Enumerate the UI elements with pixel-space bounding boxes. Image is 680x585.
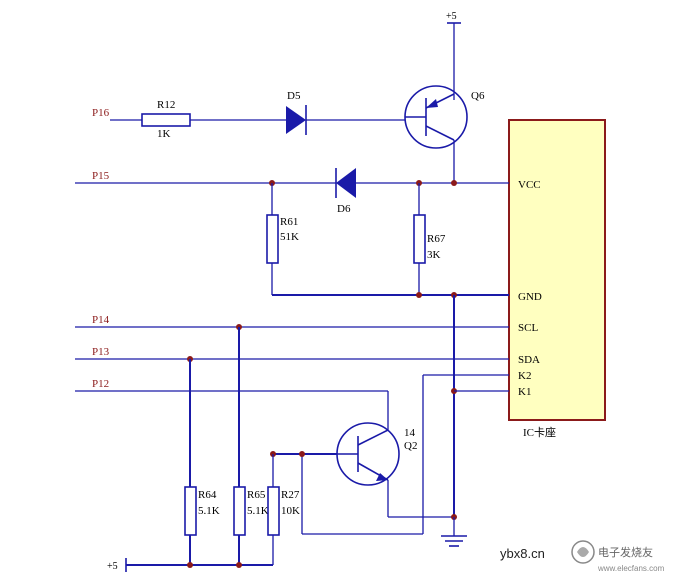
net-p14-label: P14 [92,314,110,326]
watermark-brand: 电子发烧友 [598,545,653,559]
ic-socket-title: IC卡座 [523,425,556,439]
q6-collector-lead [425,125,455,141]
ic-socket-body [508,119,606,421]
resistor-r67: R67 3K [413,214,446,264]
ground-symbol [441,517,467,547]
r12-ref: R12 [157,99,175,111]
elecfans-logo-icon [571,540,595,564]
r27-body [267,486,280,536]
r64-ref: R64 [198,489,217,501]
resistor-r61: R61 51K [266,214,299,264]
r12-value: 1K [157,128,171,140]
diode-d6: D6 [335,168,356,215]
resistor-r65: R65 5.1K [233,486,269,536]
r12-body [141,113,191,127]
r65-body [233,486,246,536]
pin-sda-label: SDA [518,354,540,366]
pin-vcc-label: VCC [518,179,541,191]
net-p16-label: P16 [92,107,110,119]
junction-r65-bottom [236,562,242,568]
r64-body [184,486,197,536]
r65-value: 5.1K [247,505,269,517]
d6-triangle [336,168,356,198]
q2-pin-number: 14 [404,427,416,439]
q2-ref: Q2 [404,440,417,452]
r61-value: 51K [280,231,299,243]
net-p13-label: P13 [92,346,110,358]
top-power-label: +5 [446,11,457,22]
d5-triangle [286,106,306,134]
pin-scl-label: SCL [518,322,538,334]
junction-vcc [451,180,457,186]
junction-r64-bottom [187,562,193,568]
q2-emitter-arrow [376,473,388,481]
ic-socket: IC卡座 VCC GND SCL SDA K2 K1 [508,119,606,439]
r27-ref: R27 [281,489,300,501]
top-power-rail: +5 [446,11,461,100]
q6-ref: Q6 [471,90,485,102]
pin-k1-label: K1 [518,386,531,398]
net-p12-label: P12 [92,378,109,390]
resistor-r12: R12 1K [141,99,191,140]
watermark-text: ybx8.cn [500,546,545,561]
d6-ref: D6 [337,203,351,215]
r67-ref: R67 [427,233,446,245]
watermark: ybx8.cn 电子发烧友 www.elecfans.com [500,540,665,573]
q2-collector-lead [357,429,389,446]
junction-gnd-r67 [416,292,422,298]
transistor-q2: 14 Q2 [336,422,417,486]
junction-base-k2 [299,451,305,457]
r27-value: 10K [281,505,300,517]
resistor-r27: R27 10K [267,486,300,536]
r67-body [413,214,426,264]
bottom-power-label: +5 [107,561,118,572]
q6-emitter-arrow [426,99,438,108]
r61-ref: R61 [280,216,298,228]
r65-ref: R65 [247,489,266,501]
r61-body [266,214,279,264]
net-p15-label: P15 [92,170,110,182]
pin-gnd-label: GND [518,291,542,303]
pin-k2-label: K2 [518,370,531,382]
diode-d5: D5 [286,90,307,135]
resistor-r64: R64 5.1K [184,486,220,536]
r64-value: 5.1K [198,505,220,517]
transistor-q6: Q6 [404,85,485,149]
r67-value: 3K [427,249,441,261]
watermark-url: www.elecfans.com [597,564,665,573]
d5-ref: D5 [287,90,301,102]
